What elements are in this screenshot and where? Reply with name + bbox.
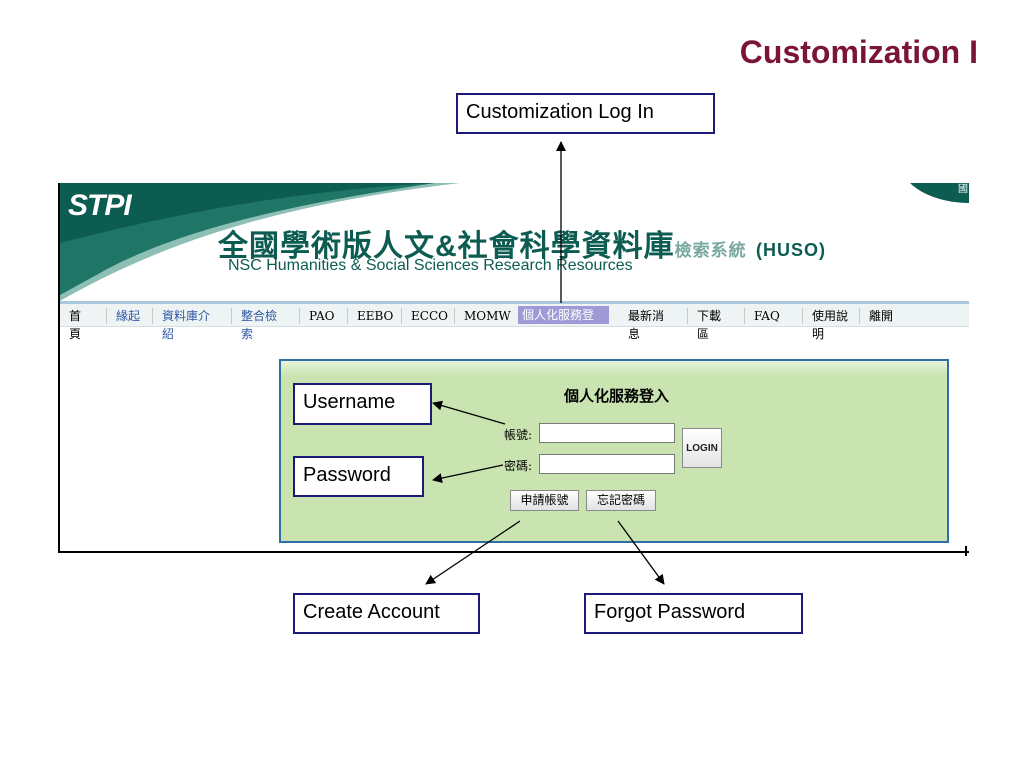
site-title-sub: 檢索系統 [674, 241, 747, 260]
site-nav: 首頁 緣起 資料庫介紹整合檢索 PAO EEBO ECCO MOMW 個人化服務登入最新消息下… [60, 301, 969, 341]
password-input[interactable] [539, 454, 675, 474]
slide-title: Customization I [739, 34, 978, 70]
account-label: 帳號: [504, 428, 533, 442]
nav-separator [106, 308, 107, 324]
login-heading: 個人化服務登入 [564, 387, 670, 405]
callout-customization-log-in: Customization Log In [456, 93, 715, 134]
nav-separator [687, 308, 688, 324]
nav-item-2[interactable]: 資料庫介紹 [162, 309, 211, 341]
nav-item-5[interactable]: EEBO [357, 309, 394, 323]
callout-password: Password [293, 456, 424, 497]
nav-separator [299, 308, 300, 324]
nav-separator [859, 308, 860, 324]
site-header: STPI 全國學術版人文&社會科學資料庫檢索系統 (HUSO) NSC Huma… [60, 183, 969, 301]
register-account-button[interactable]: 申請帳號 [510, 490, 579, 511]
site-title-chinese: 全國學術版人文&社會科學資料庫檢索系統 (HUSO) [218, 221, 826, 265]
nav-item-11[interactable]: FAQ [754, 309, 780, 323]
nav-item-8[interactable]: 個人化服務登入 [518, 306, 609, 340]
nav-separator [347, 308, 348, 324]
language-icon[interactable]: 國 [957, 183, 969, 197]
nav-separator [802, 308, 803, 324]
site-title-main: 全國學術版人文&社會科學資料庫 [218, 230, 675, 263]
site-title-code: (HUSO) [756, 240, 827, 260]
nav-item-3[interactable]: 整合檢索 [241, 309, 278, 341]
nav-item-4[interactable]: PAO [309, 309, 335, 323]
header-background [60, 183, 969, 301]
site-title-english: NSC Humanities & Social Sciences Researc… [228, 257, 633, 274]
nav-separator [152, 308, 153, 324]
login-button[interactable]: LOGIN [682, 428, 722, 468]
nav-item-13[interactable]: 離開 [869, 309, 894, 323]
nav-separator [744, 308, 745, 324]
nav-item-10[interactable]: 下載區 [697, 309, 722, 341]
nav-separator [231, 308, 232, 324]
nav-separator [454, 308, 455, 324]
nav-item-1[interactable]: 緣起 [116, 309, 141, 323]
nav-item-0[interactable]: 首頁 [69, 309, 82, 341]
forgot-password-button[interactable]: 忘記密碼 [586, 490, 656, 511]
account-input[interactable] [539, 423, 675, 443]
nav-separator [401, 308, 402, 324]
callout-create-account: Create Account [293, 593, 480, 634]
password-label: 密碼: [504, 459, 533, 473]
nav-item-9[interactable]: 最新消息 [628, 309, 665, 341]
callout-username: Username [293, 383, 432, 425]
callout-forgot-password: Forgot Password [584, 593, 803, 634]
huso-website: STPI 全國學術版人文&社會科學資料庫檢索系統 (HUSO) NSC Huma… [58, 183, 969, 553]
nav-item-6[interactable]: ECCO [411, 309, 448, 323]
nav-item-12[interactable]: 使用說明 [812, 309, 849, 341]
stpi-logo[interactable]: STPI [68, 189, 132, 222]
nav-item-7[interactable]: MOMW [464, 309, 511, 323]
